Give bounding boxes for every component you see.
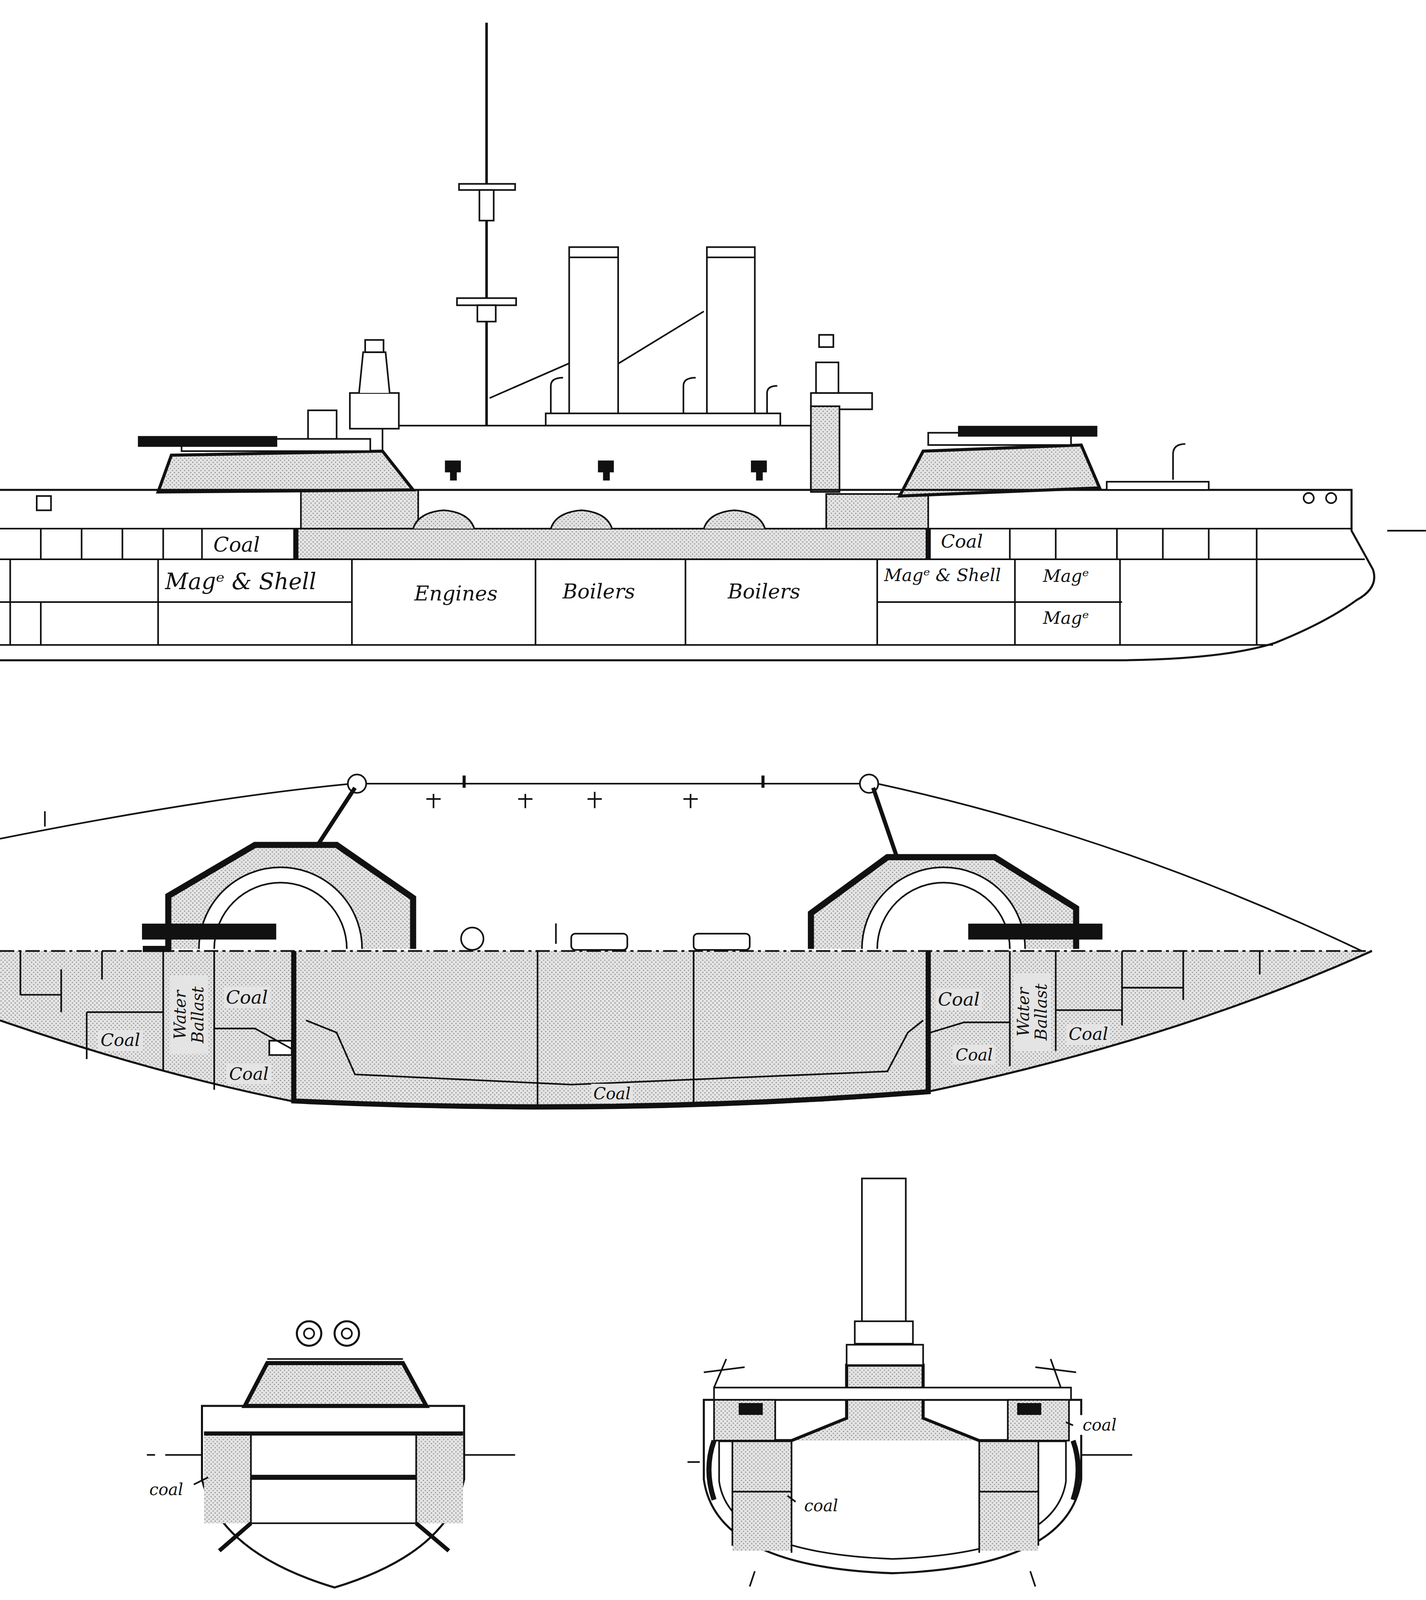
section-views xyxy=(146,1178,1133,1588)
compartment-label: Water Ballast xyxy=(1013,972,1052,1052)
compartment-label: Coal xyxy=(1066,1024,1111,1045)
compartment-label: Water Ballast xyxy=(169,975,208,1054)
compartment-label: Coal xyxy=(953,1045,996,1065)
compartment-label: Magᵉ & Shell xyxy=(162,568,319,595)
compartment-label: Boilers xyxy=(725,579,803,604)
compartment-label: Coal xyxy=(591,1083,634,1104)
compartment-label: Boilers xyxy=(560,579,638,604)
compartment-label: Coal xyxy=(223,986,271,1009)
compartment-label: Engines xyxy=(411,581,500,606)
compartment-label: coal xyxy=(146,1479,186,1499)
compartment-label: Coal xyxy=(938,530,986,553)
compartment-label: Coal xyxy=(226,1063,272,1085)
compartment-label: Coal xyxy=(211,532,263,557)
compartment-label: Coal xyxy=(98,1030,143,1051)
compartment-label: Magᵉ xyxy=(1040,607,1092,629)
profile-view xyxy=(0,22,1426,661)
compartment-label: coal xyxy=(801,1495,841,1516)
compartment-label: Magᵉ xyxy=(1040,566,1092,587)
plan-view xyxy=(0,774,1372,1109)
compartment-label: coal xyxy=(1080,1415,1119,1435)
compartment-label: Coal xyxy=(935,988,983,1011)
compartment-label: Magᵉ & Shell xyxy=(881,564,1004,586)
